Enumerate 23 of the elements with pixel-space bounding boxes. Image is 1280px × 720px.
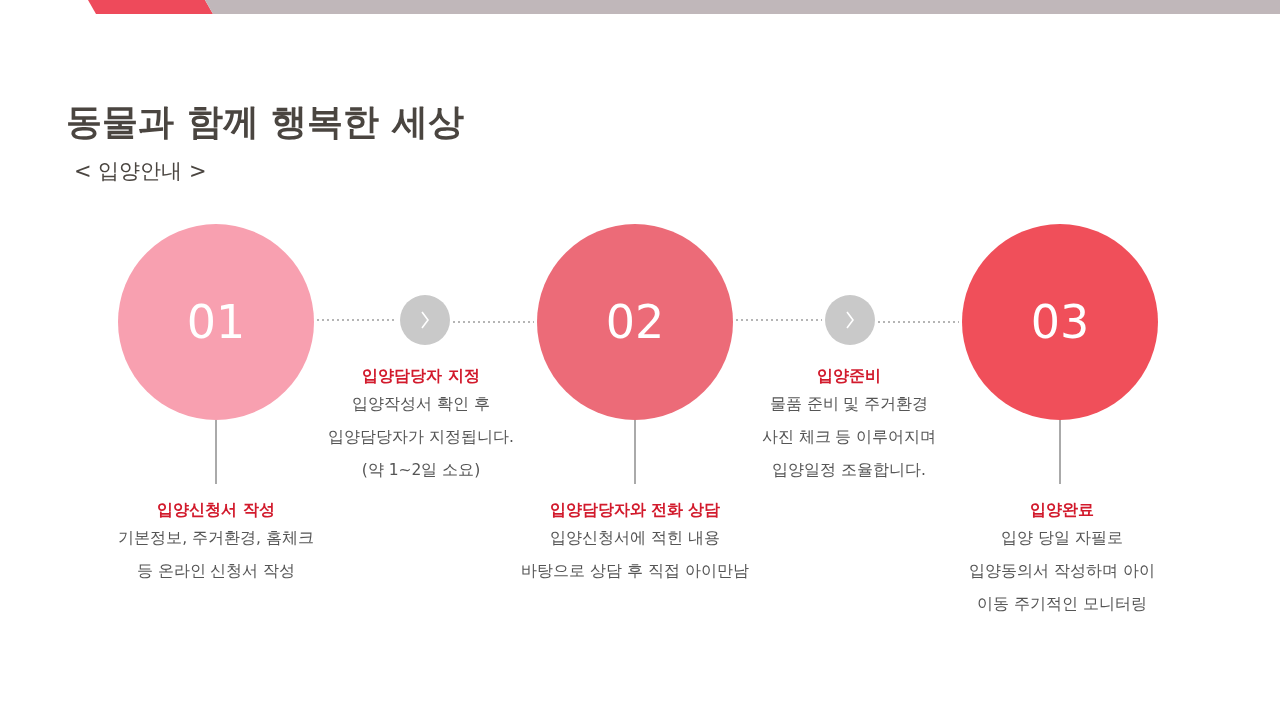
step-description: 물품 준비 및 주거환경 사진 체크 등 이루어지며 입양일정 조율합니다.: [760, 394, 938, 481]
dotted-connector: [452, 321, 535, 323]
step-description: 입양작성서 확인 후 입양담당자가 지정됩니다. (약 1~2일 소요): [327, 394, 515, 481]
step-description: 기본정보, 주거환경, 홈체크 등 온라인 신청서 작성: [117, 528, 315, 582]
chevron-circle: [400, 295, 450, 345]
step-heading: 입양담당자 지정: [362, 366, 480, 387]
step-circle: 03: [962, 224, 1158, 420]
step-circle: 02: [537, 224, 733, 420]
step-heading: 입양준비: [817, 366, 881, 387]
subtitle: < 입양안내 >: [74, 158, 207, 185]
step-heading: 입양신청서 작성: [157, 500, 275, 521]
dotted-connector: [877, 321, 960, 323]
dotted-connector: [735, 319, 823, 321]
step-heading: 입양완료: [1030, 500, 1094, 521]
leader-line: [215, 419, 217, 485]
step-heading: 입양담당자와 전화 상담: [549, 500, 721, 521]
title: 동물과 함께 행복한 세상: [66, 100, 464, 144]
step-description: 입양신청서에 적힌 내용 바탕으로 상담 후 직접 아이만남: [520, 528, 750, 582]
leader-line: [634, 419, 636, 485]
step-description: 입양 당일 자필로 입양동의서 작성하며 아이 이동 주기적인 모니터링: [968, 528, 1156, 615]
step-circle: 01: [118, 224, 314, 420]
leader-line: [1059, 419, 1061, 485]
chevron-circle: [825, 295, 875, 345]
